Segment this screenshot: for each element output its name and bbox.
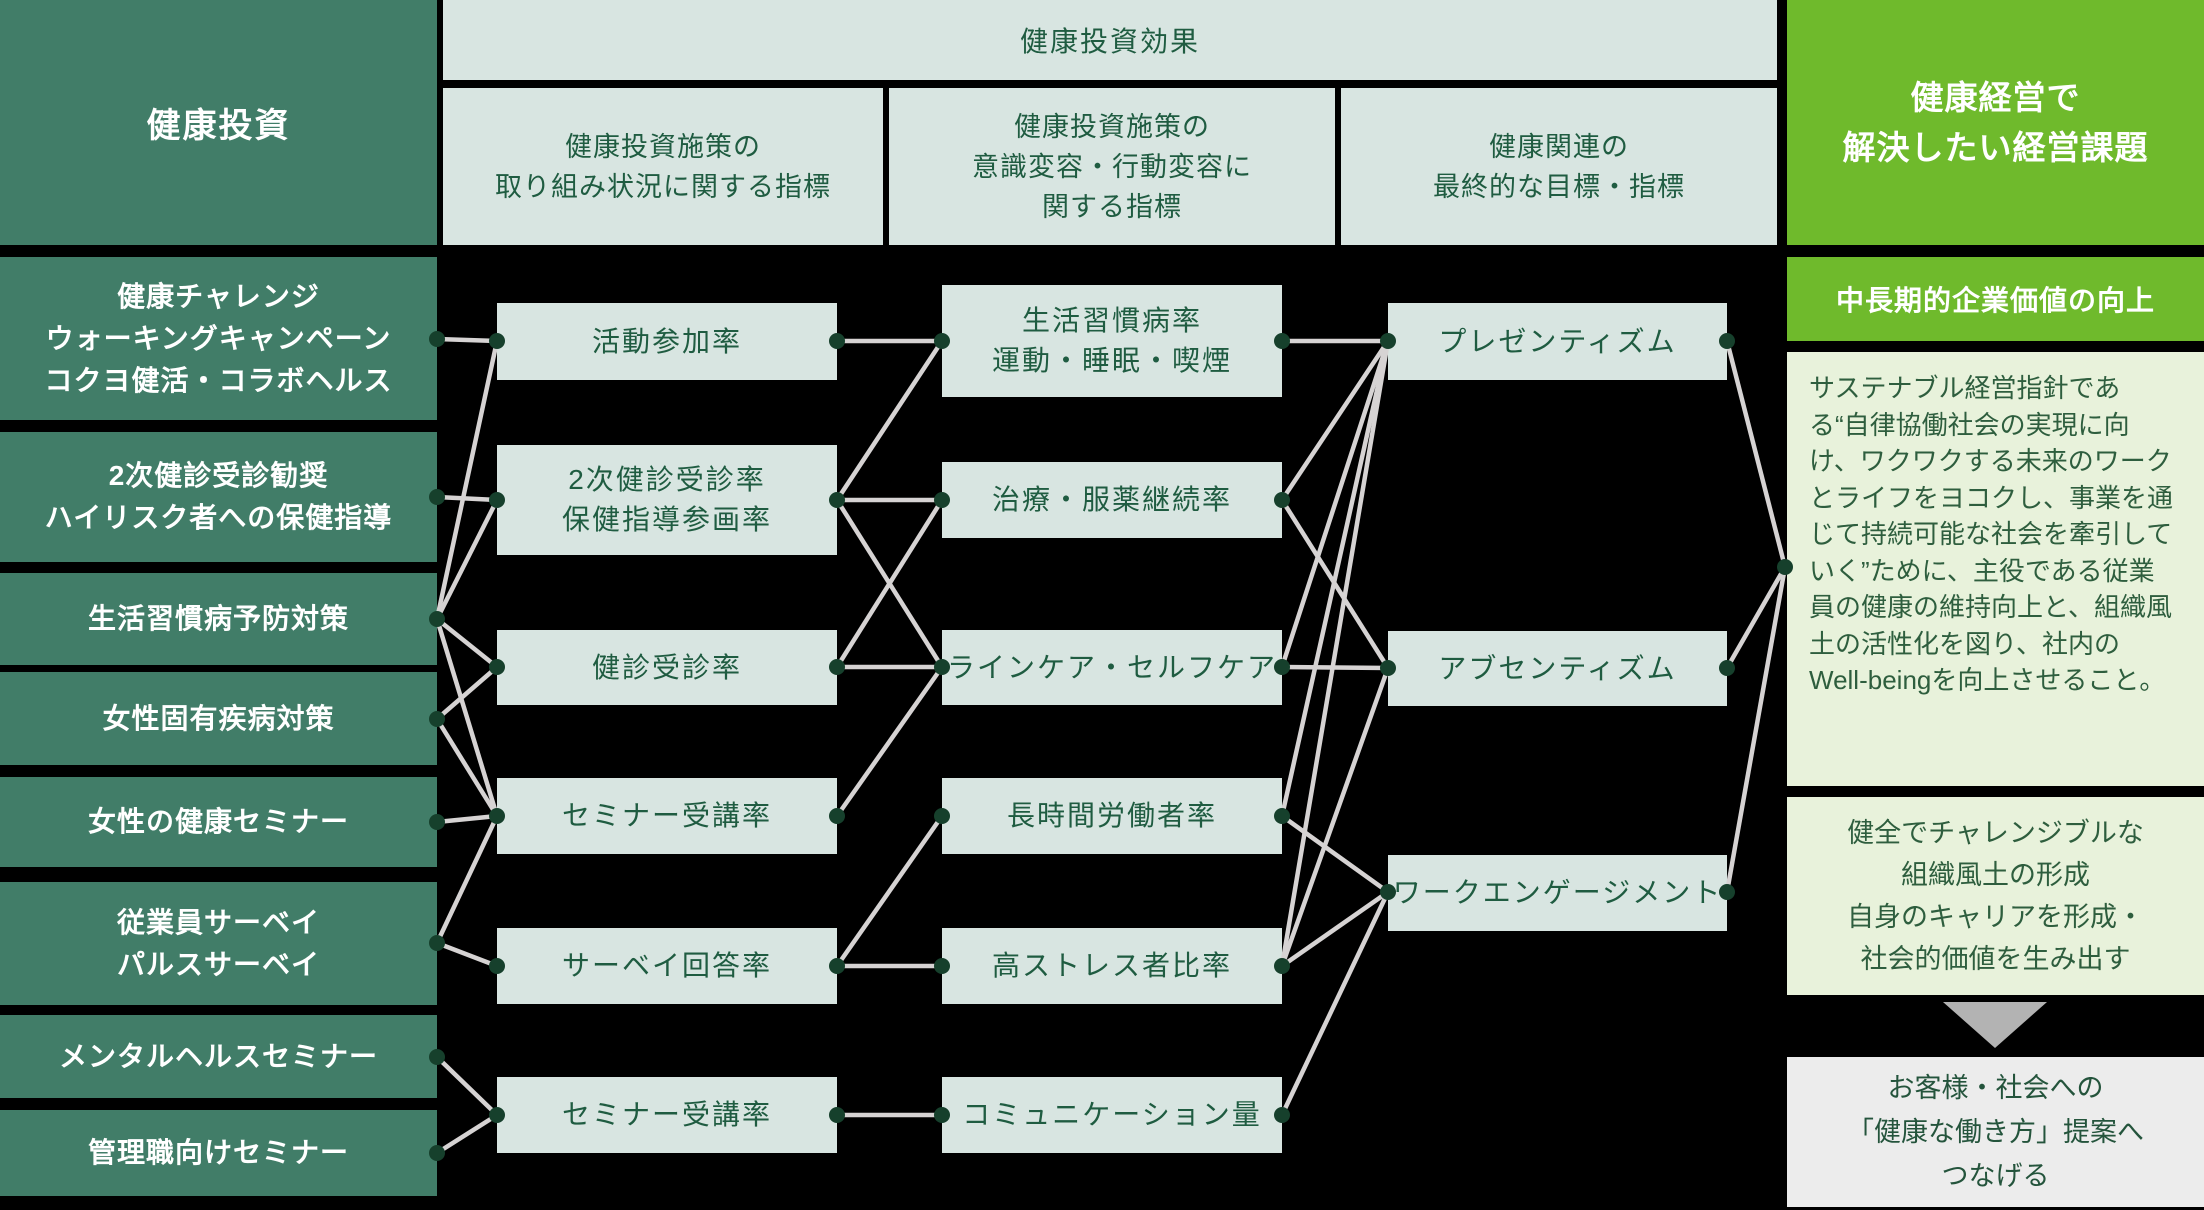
behavior-long-hours-rate: 長時間労働者率 — [942, 778, 1282, 854]
connection-line — [835, 498, 944, 669]
behavior-high-stress-rate: 高ストレス者比率 — [942, 928, 1282, 1004]
connection-line — [1724, 340, 1788, 568]
behavior-metrics-header: 健康投資施策の 意識変容・行動変容に 関する指標 — [889, 88, 1335, 245]
connection-line — [835, 339, 944, 502]
connection-line — [434, 498, 500, 621]
customer-proposal-box: お客様・社会への 「健康な働き方」提案へ つなげる — [1787, 1057, 2204, 1207]
investment-item-lifestyle-disease-prevention: 生活習慣病予防対策 — [0, 573, 437, 665]
health-goal-header: 健康関連の 最終的な目標・指標 — [1341, 88, 1777, 245]
effect-header: 健康投資効果 — [443, 0, 1777, 80]
implementation-metrics-header: 健康投資施策の 取り組み状況に関する指標 — [443, 88, 883, 245]
outcome-work-engagement: ワークエンゲージメント — [1388, 855, 1727, 931]
metric-survey-response-rate: サーベイ回答率 — [497, 928, 837, 1004]
investment-item-womens-health-seminar: 女性の健康セミナー — [0, 777, 437, 867]
connection-line — [435, 717, 499, 818]
connection-line — [436, 336, 498, 344]
behavior-lifestyle-disease-rate: 生活習慣病率 運動・睡眠・喫煙 — [942, 285, 1282, 397]
connection-line — [435, 1113, 499, 1155]
investment-item-health-challenge: 健康チャレンジ ウォーキングキャンペーン コクヨ健活・コラボヘルス — [0, 257, 437, 420]
connection-line — [1280, 498, 1390, 670]
metric-secondary-checkup-rate: 2次健診受診率 保健指導参画率 — [497, 445, 837, 555]
management-issue-header: 健康経営で 解決したい経営課題 — [1787, 0, 2204, 245]
connection-line — [1280, 890, 1390, 968]
connection-line — [1279, 667, 1391, 967]
connection-line — [835, 814, 944, 968]
connection-line — [835, 498, 944, 669]
connection-line — [1279, 340, 1391, 668]
connection-line — [434, 618, 500, 817]
connection-line — [1280, 339, 1390, 502]
metric-seminar-attendance-rate-1: セミナー受講率 — [497, 778, 837, 854]
connection-line — [1281, 664, 1389, 671]
connection-line — [436, 940, 498, 969]
investment-item-mental-health-seminar: メンタルヘルスセミナー — [0, 1015, 437, 1098]
corporate-value-banner: 中長期的企業価値の向上 — [1787, 257, 2204, 341]
connection-line — [434, 815, 500, 944]
connection-line — [436, 813, 498, 825]
connection-line — [436, 494, 498, 503]
connection-line — [1279, 340, 1391, 967]
connection-line — [435, 665, 499, 721]
behavior-treatment-continuation-rate: 治療・服薬継続率 — [942, 462, 1282, 538]
outcome-presenteeism: プレゼンティズム — [1388, 303, 1727, 380]
connection-line — [434, 340, 500, 620]
investment-item-employee-survey: 従業員サーベイ パルスサーベイ — [0, 882, 437, 1005]
connection-line — [435, 617, 499, 669]
investment-item-womens-disease: 女性固有疾病対策 — [0, 672, 437, 765]
metric-checkup-rate: 健診受診率 — [497, 630, 837, 705]
connection-line — [1280, 814, 1390, 894]
investment-item-secondary-checkup: 2次健診受診勧奨 ハイリスク者への保健指導 — [0, 432, 437, 562]
behavior-communication-volume: コミュニケーション量 — [942, 1077, 1282, 1153]
investment-column-header: 健康投資 — [0, 0, 437, 245]
behavior-linecare-selfcare: ラインケア・セルフケア — [942, 630, 1282, 705]
sustainability-vision-box: サステナブル経営指針である“自律協働社会の実現に向け、ワクワクする未来のワークと… — [1787, 352, 2204, 786]
down-arrow-icon — [1943, 1002, 2047, 1048]
connection-line — [1725, 565, 1787, 670]
metric-seminar-attendance-rate-2: セミナー受講率 — [497, 1077, 837, 1153]
connection-line — [835, 665, 944, 818]
outcome-absenteeism: アブセンティズム — [1388, 631, 1727, 706]
connection-line — [1279, 340, 1391, 817]
metric-participation-rate: 活動参加率 — [497, 303, 837, 380]
investment-item-manager-seminar: 管理職向けセミナー — [0, 1110, 437, 1196]
culture-formation-box: 健全でチャレンジブルな 組織風土の形成 自身のキャリアを形成・ 社会的価値を生み… — [1787, 797, 2204, 995]
connection-line — [1724, 566, 1788, 893]
connection-line — [1279, 891, 1391, 1116]
connection-line — [435, 1055, 499, 1117]
